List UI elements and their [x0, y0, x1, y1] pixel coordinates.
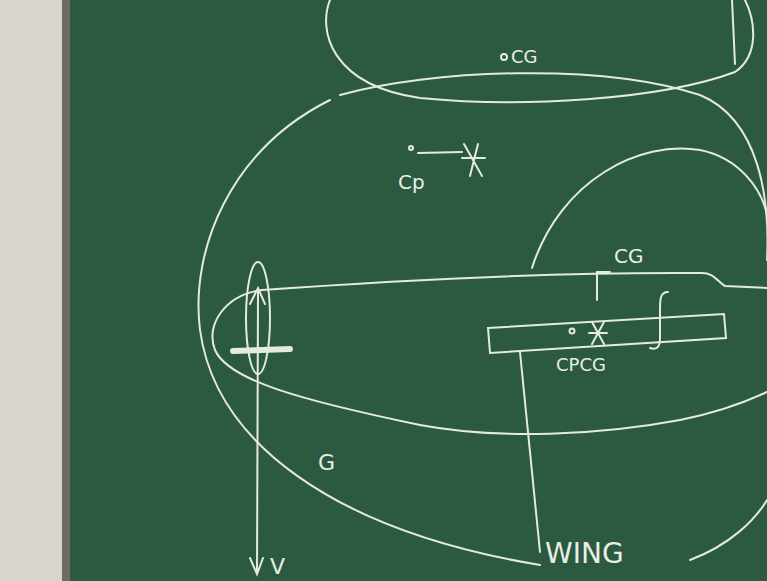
- outer-arc: [340, 73, 767, 260]
- chalk-label: G: [318, 452, 335, 474]
- fuselage-bottom: [212, 290, 767, 434]
- wing-leader: [520, 352, 540, 552]
- tail-force-line: [257, 292, 258, 572]
- chalk-label: CG: [614, 246, 643, 266]
- tail-plane: [233, 349, 290, 351]
- board-frame: [62, 0, 70, 581]
- top-outline: [326, 0, 753, 102]
- cp-dot: [570, 329, 575, 334]
- chalk-label: V: [270, 556, 285, 578]
- lift-mark: [650, 292, 668, 349]
- inner-arc: [532, 148, 767, 268]
- cg-pointer: [597, 272, 610, 300]
- chalk-label: Cp: [398, 172, 425, 192]
- top-line: [732, 0, 735, 64]
- cg-point: [501, 54, 507, 60]
- star-mark: [462, 144, 485, 176]
- chalk-label: WING: [545, 540, 624, 568]
- cg-star: [589, 322, 607, 344]
- chalk-label: CPCG: [556, 356, 606, 374]
- fuselage-top: [262, 273, 767, 290]
- arrow-head-down: [250, 558, 263, 574]
- chalk-label: CG: [511, 48, 538, 66]
- cp-point: [409, 146, 413, 150]
- wing-rectangle: [488, 314, 726, 353]
- wall-strip: [0, 0, 62, 581]
- outer-outline-right: [690, 500, 767, 560]
- arrow-head-up: [250, 288, 265, 304]
- cp-line: [418, 152, 462, 153]
